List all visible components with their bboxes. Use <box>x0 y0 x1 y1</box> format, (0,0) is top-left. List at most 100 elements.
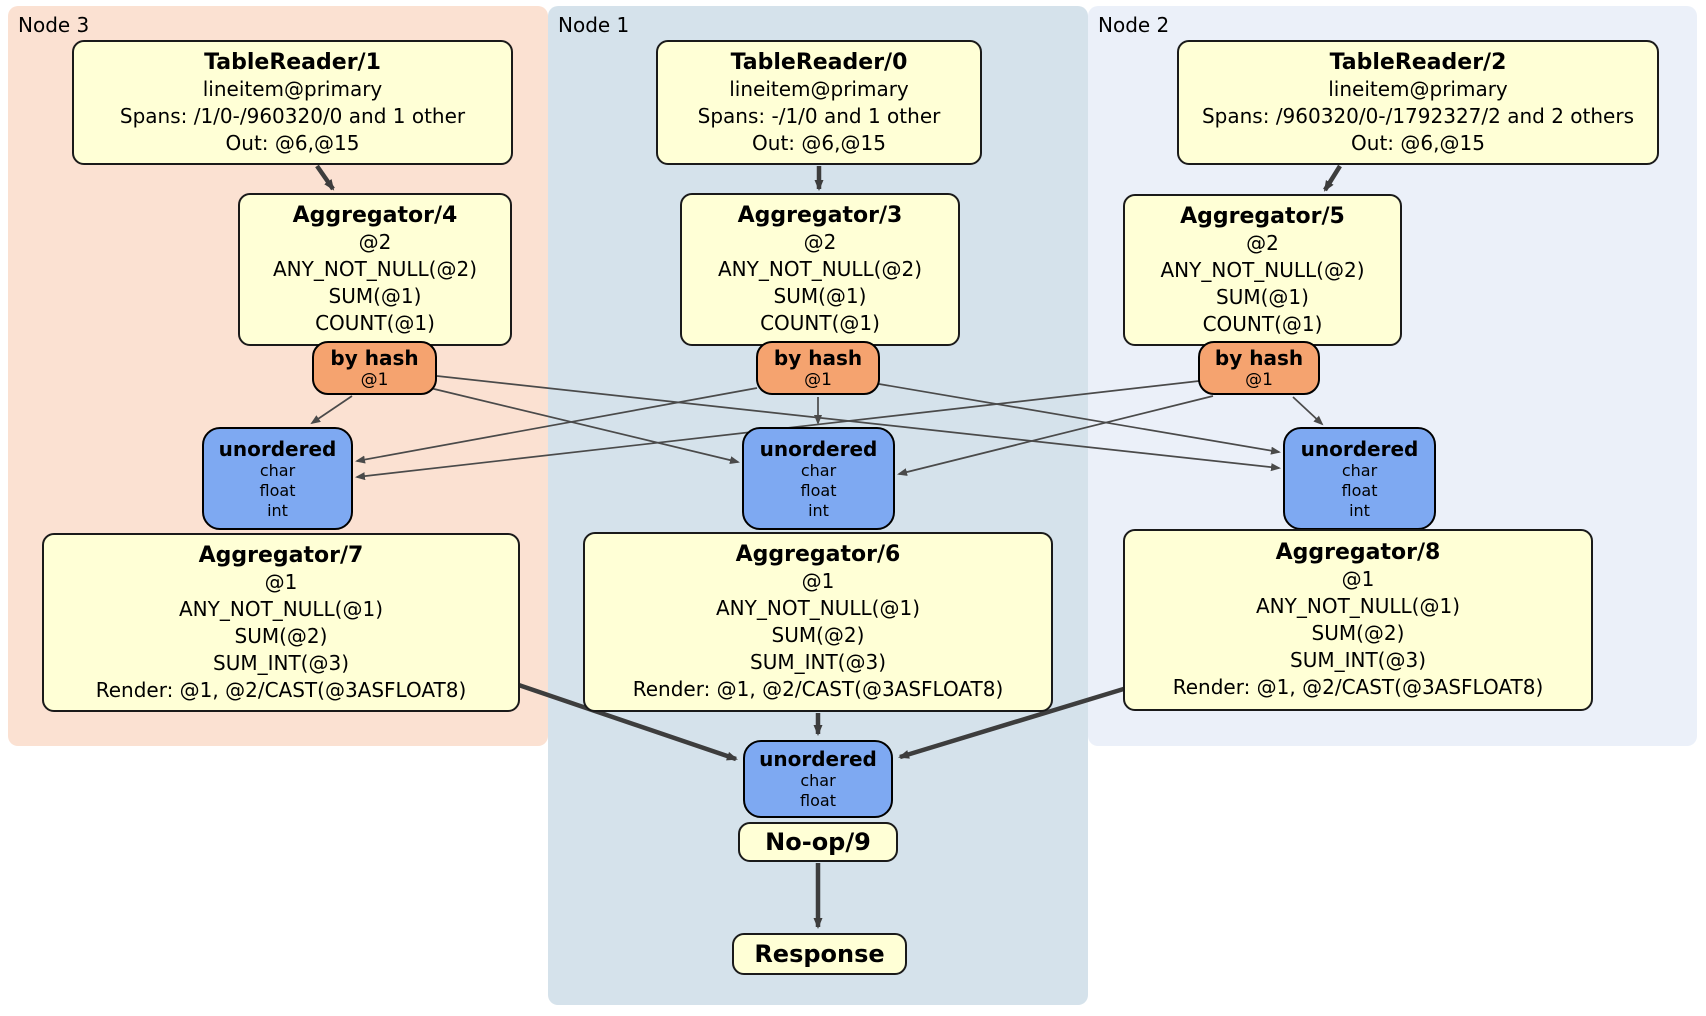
sync-line: float <box>800 791 836 810</box>
sync-unordered-final: unordered char float <box>743 740 893 818</box>
edge-byhashR-syncR <box>1292 396 1324 426</box>
router-title: by hash <box>1214 346 1304 370</box>
router-by-hash-middle: by hash @1 <box>756 341 880 395</box>
sync-line: char <box>1341 460 1378 480</box>
processor-title: Aggregator/6 <box>735 542 901 567</box>
processor-line: SUM(@1) <box>1216 284 1309 309</box>
processor-line: @2 <box>1246 230 1279 255</box>
sync-title: unordered <box>759 747 877 771</box>
processor-line: Spans: /960320/0-/1792327/2 and 2 others <box>1201 103 1634 128</box>
region-label-node3: Node 3 <box>18 13 90 37</box>
processor-aggregator-7: Aggregator/7 @1 ANY_NOT_NULL(@1) SUM(@2)… <box>42 533 520 712</box>
processor-tablereader-2: TableReader/2 lineitem@primary Spans: /9… <box>1177 40 1659 165</box>
processor-line: Render: @1, @2/CAST(@3ASFLOAT8) <box>1172 675 1544 699</box>
processor-line: Spans: /1/0-/960320/0 and 1 other <box>119 103 466 128</box>
processor-title: Aggregator/8 <box>1275 540 1441 565</box>
edge-byhashL-syncR <box>436 375 1281 472</box>
processor-response: Response <box>732 933 907 975</box>
sync-line: int <box>808 500 829 520</box>
processor-line: COUNT(@1) <box>1202 311 1323 336</box>
edge-byhashL-syncM <box>429 387 740 465</box>
sync-unordered-left: unordered char float int <box>202 427 353 530</box>
processor-aggregator-4: Aggregator/4 @2 ANY_NOT_NULL(@2) SUM(@1)… <box>238 193 512 346</box>
processor-title: Aggregator/3 <box>737 203 903 228</box>
processor-line: @2 <box>803 230 837 254</box>
processor-line: Render: @1, @2/CAST(@3ASFLOAT8) <box>95 677 467 702</box>
edge-byhashL-syncL <box>310 395 353 425</box>
edge-tr2-agg5 <box>1323 164 1342 192</box>
sync-line: float <box>1341 480 1378 500</box>
processor-line: ANY_NOT_NULL(@2) <box>273 257 477 281</box>
processor-line: @1 <box>801 569 835 593</box>
processor-line: SUM(@2) <box>1311 621 1405 645</box>
processor-title: TableReader/2 <box>1329 49 1507 75</box>
processor-aggregator-8: Aggregator/8 @1 ANY_NOT_NULL(@1) SUM(@2)… <box>1123 529 1593 711</box>
sync-line: char <box>800 460 837 480</box>
processor-line: lineitem@primary <box>1328 76 1508 101</box>
processor-title: TableReader/0 <box>730 49 908 75</box>
edge-agg8-final <box>898 681 1141 760</box>
processor-line: ANY_NOT_NULL(@2) <box>1160 257 1365 282</box>
sync-title: unordered <box>1300 436 1419 461</box>
processor-line: Out: @6,@15 <box>752 130 886 155</box>
processor-line: Spans: -/1/0 and 1 other <box>697 103 941 128</box>
router-detail: @1 <box>1245 370 1273 390</box>
processor-no-op: No-op/9 <box>738 822 898 862</box>
router-title: by hash <box>330 346 419 370</box>
processor-title: Response <box>754 940 885 968</box>
processor-line: SUM(@1) <box>328 284 422 308</box>
processor-title: TableReader/1 <box>204 49 381 75</box>
processor-title: Aggregator/7 <box>198 542 364 568</box>
processor-line: @1 <box>1341 567 1375 591</box>
processor-title: Aggregator/4 <box>292 203 458 228</box>
region-label-node2: Node 2 <box>1098 13 1170 37</box>
sync-title: unordered <box>759 436 878 461</box>
processor-line: ANY_NOT_NULL(@1) <box>716 596 920 620</box>
processor-line: ANY_NOT_NULL(@2) <box>718 257 922 281</box>
router-detail: @1 <box>360 370 389 390</box>
sync-line: float <box>259 480 296 500</box>
router-detail: @1 <box>804 370 832 390</box>
sync-unordered-middle: unordered char float int <box>742 427 895 530</box>
sync-title: unordered <box>218 436 337 461</box>
processor-aggregator-3: Aggregator/3 @2 ANY_NOT_NULL(@2) SUM(@1)… <box>680 193 960 346</box>
edge-byhashR-syncM <box>897 395 1214 476</box>
processor-title: No-op/9 <box>765 828 871 856</box>
processor-line: COUNT(@1) <box>760 311 880 335</box>
sync-line: char <box>800 771 836 790</box>
processor-line: Out: @6,@15 <box>1351 130 1485 155</box>
router-title: by hash <box>773 346 863 370</box>
region-label-node1: Node 1 <box>558 13 630 37</box>
processor-line: COUNT(@1) <box>315 311 435 335</box>
sync-line: char <box>259 460 296 480</box>
processor-line: Render: @1, @2/CAST(@3ASFLOAT8) <box>632 677 1004 701</box>
processor-tablereader-1: TableReader/1 lineitem@primary Spans: /1… <box>72 40 513 165</box>
router-by-hash-left: by hash @1 <box>312 341 437 395</box>
router-by-hash-right: by hash @1 <box>1198 341 1320 395</box>
processor-line: SUM(@2) <box>771 623 865 647</box>
processor-tablereader-0: TableReader/0 lineitem@primary Spans: -/… <box>656 40 982 165</box>
processor-line: lineitem@primary <box>729 76 909 101</box>
processor-line: SUM_INT(@3) <box>1290 648 1426 672</box>
processor-line: Out: @6,@15 <box>225 130 360 155</box>
processor-line: lineitem@primary <box>202 76 383 101</box>
processor-line: @1 <box>264 569 298 594</box>
processor-line: SUM(@2) <box>234 623 328 648</box>
sync-line: int <box>267 500 288 520</box>
edge-agg7-final <box>497 675 738 762</box>
edge-byhashM-syncR <box>878 383 1281 455</box>
sync-line: float <box>800 480 837 500</box>
sync-unordered-right: unordered char float int <box>1283 427 1436 530</box>
edge-byhashM-syncL <box>355 387 758 464</box>
processor-line: @2 <box>358 230 392 254</box>
edge-tr1-agg4 <box>315 164 335 191</box>
processor-line: ANY_NOT_NULL(@1) <box>1256 594 1460 618</box>
processor-aggregator-6: Aggregator/6 @1 ANY_NOT_NULL(@1) SUM(@2)… <box>583 532 1053 712</box>
processor-aggregator-5: Aggregator/5 @2 ANY_NOT_NULL(@2) SUM(@1)… <box>1123 194 1402 346</box>
processor-title: Aggregator/5 <box>1180 203 1345 229</box>
sync-line: int <box>1349 500 1370 520</box>
processor-line: SUM_INT(@3) <box>213 650 349 675</box>
processor-line: ANY_NOT_NULL(@1) <box>179 596 383 621</box>
